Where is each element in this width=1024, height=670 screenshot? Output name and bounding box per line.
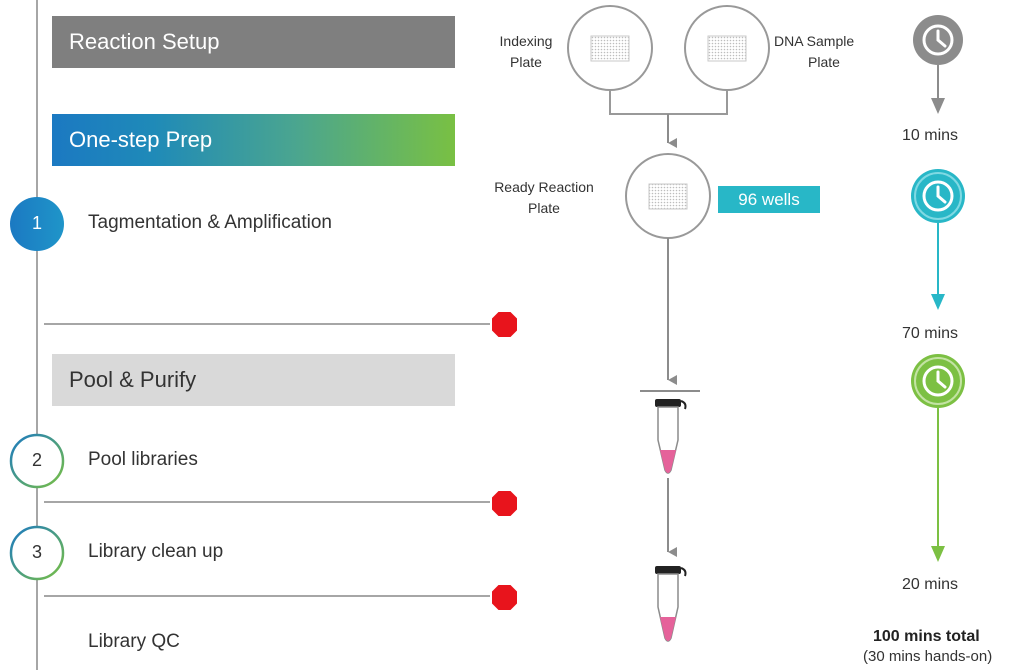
hands-on-time: (30 mins hands-on) (863, 648, 993, 665)
dna-sample-label-line2: Plate (808, 54, 840, 70)
one-step-prep-title: One-step Prep (69, 127, 213, 152)
tube-icon (655, 399, 687, 474)
pool-purify-title: Pool & Purify (69, 367, 197, 392)
pool-purify-banner: Pool & Purify (52, 354, 455, 406)
step-3-label: Library clean up (88, 541, 224, 562)
step-1-number: 1 (31, 213, 42, 233)
indexing-plate-label-line1: Indexing (499, 33, 553, 49)
clock-icon (911, 354, 965, 408)
step-4-label: Library QC (88, 631, 180, 652)
step-2-circle (9, 433, 65, 489)
time-label-10: 10 mins (902, 127, 959, 144)
wells-badge: 96 wells (718, 186, 820, 213)
arrow-head (931, 546, 945, 562)
dna-sample-label-line1: DNA Sample (774, 33, 855, 49)
step-3-circle (9, 525, 65, 581)
ready-reaction-plate-label: Ready Reaction Plate (484, 177, 604, 219)
step-3-number: 3 (31, 542, 42, 562)
stop-icon (492, 312, 517, 337)
reaction-setup-banner: Reaction Setup (52, 16, 455, 68)
time-label-20: 20 mins (902, 576, 959, 593)
indexing-plate-icon (590, 35, 630, 62)
ready-reaction-label-line1: Ready Reaction (494, 179, 594, 195)
clock-icon (911, 169, 965, 223)
step-1-circle (10, 197, 64, 251)
dna-sample-plate-label: DNA Sample Plate (770, 31, 886, 73)
ready-reaction-label-line2: Plate (528, 200, 560, 216)
step-2-label: Pool libraries (88, 449, 198, 470)
one-step-prep-banner: One-step Prep (52, 114, 455, 166)
total-time: 100 mins total (873, 628, 980, 645)
dna-sample-plate-icon (707, 35, 747, 62)
time-label-70: 70 mins (902, 325, 959, 342)
ready-reaction-plate-icon (648, 183, 688, 210)
indexing-plate-label-line2: Plate (510, 54, 542, 70)
clock-icon (913, 15, 963, 65)
tube-icon (655, 566, 687, 642)
stop-icon (492, 585, 517, 610)
stop-icon (492, 491, 517, 516)
arrow-head (931, 98, 945, 114)
reaction-setup-title: Reaction Setup (69, 29, 220, 54)
arrow-head (931, 294, 945, 310)
step-1-label: Tagmentation & Amplification (88, 212, 332, 233)
plates-connector (609, 90, 728, 115)
indexing-plate-label: Indexing Plate (486, 31, 566, 73)
step-2-number: 2 (31, 450, 42, 470)
